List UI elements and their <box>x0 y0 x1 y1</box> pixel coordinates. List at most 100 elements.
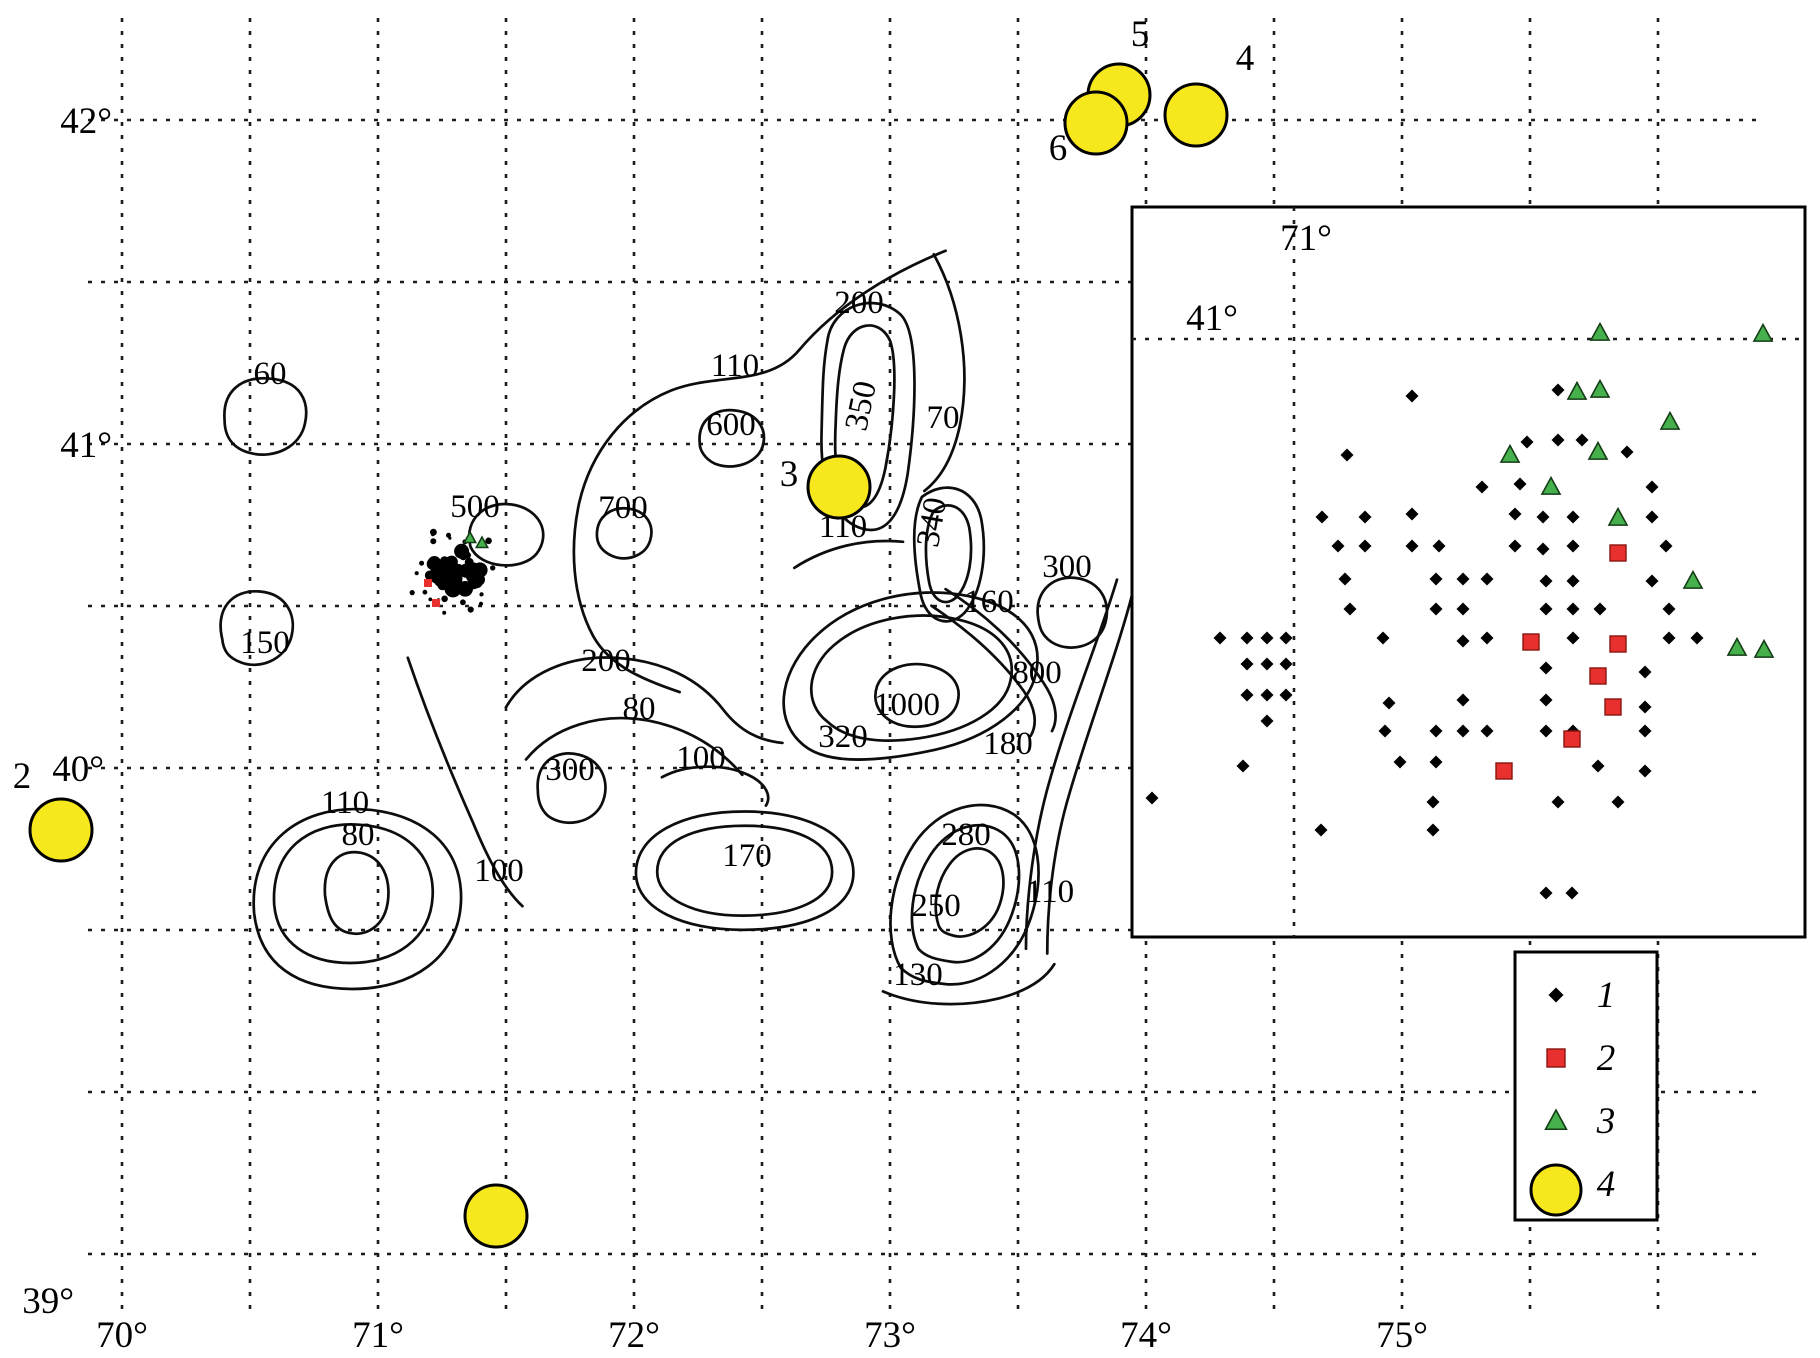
contour-path <box>219 590 295 667</box>
inset-diamond-point <box>1382 696 1396 710</box>
contour-path <box>504 656 784 745</box>
inset-diamond-point <box>1376 631 1390 645</box>
inset-diamond-point <box>1315 510 1329 524</box>
inset-diamond-point <box>1638 764 1652 778</box>
inset-lat-label: 41° <box>1186 298 1238 339</box>
inset-diamond-point <box>1536 542 1550 556</box>
inset-diamond-point <box>1566 602 1580 616</box>
inset-diamond-point <box>1575 433 1589 447</box>
cluster-dot <box>442 610 447 615</box>
inset-diamond-point <box>1405 539 1419 553</box>
contour-label: 200 <box>581 643 631 679</box>
contour-label: 150 <box>240 625 290 661</box>
contour-path <box>910 823 1021 964</box>
contour-path <box>595 506 653 560</box>
inset-diamond-point <box>1508 539 1522 553</box>
contour-label: 110 <box>711 348 759 384</box>
inset-diamond-point <box>1260 657 1274 671</box>
contour-path <box>1036 576 1109 649</box>
latitude-label: 41° <box>60 425 112 466</box>
legend-triangle-icon <box>1544 1108 1568 1131</box>
inset-diamond-point <box>1551 433 1565 447</box>
inset-triangle-point <box>1753 638 1775 658</box>
cluster-dot <box>442 575 454 586</box>
inset-diamond-point <box>1539 886 1553 900</box>
cluster-dot <box>467 606 474 613</box>
inset-diamond-point <box>1456 724 1470 738</box>
contour-path <box>655 824 834 918</box>
contour-path <box>889 803 1040 986</box>
inset-diamond-point <box>1456 634 1470 648</box>
contour-label: 100 <box>474 853 524 889</box>
cluster-dot <box>490 565 496 571</box>
contour-path <box>1045 592 1134 955</box>
longitude-label: 74° <box>1120 1315 1172 1356</box>
contour-path <box>634 810 855 932</box>
inset-diamond-point <box>1539 602 1553 616</box>
inset-diamond-point <box>1539 574 1553 588</box>
contour-label: 300 <box>1042 549 1092 585</box>
latitude-label: 40° <box>52 749 104 790</box>
contour-path <box>572 249 947 694</box>
cluster-dot <box>409 590 415 596</box>
contour-path <box>874 662 960 729</box>
cluster-green-triangle <box>474 535 490 549</box>
inset-triangle-point <box>1589 321 1611 341</box>
cluster-dot <box>441 595 448 603</box>
site-label: 3 <box>780 454 799 495</box>
cluster-dot <box>479 593 483 597</box>
site-circle <box>463 1183 529 1249</box>
longitude-label: 70° <box>96 1315 148 1356</box>
inset-diamond-point <box>1340 448 1354 462</box>
contour-label: 80 <box>623 691 656 727</box>
contour-path <box>782 591 1039 761</box>
inset-diamond-point <box>1145 791 1159 805</box>
inset-diamond-point <box>1638 665 1652 679</box>
contour-label: 280 <box>941 817 991 853</box>
inset-diamond-point <box>1279 688 1293 702</box>
longitude-label: 72° <box>608 1315 660 1356</box>
site-label: 4 <box>1236 38 1255 79</box>
inset-triangle-point <box>1752 322 1774 342</box>
legend-item-label: 1 <box>1597 975 1616 1016</box>
inset-diamond-point <box>1645 510 1659 524</box>
inset-diamond-point <box>1456 693 1470 707</box>
inset-diamond-point <box>1539 693 1553 707</box>
contour-label: 320 <box>818 719 868 755</box>
inset-triangle-point <box>1682 569 1704 589</box>
contour-path <box>406 656 524 908</box>
inset-diamond-point <box>1260 631 1274 645</box>
cluster-dot <box>414 571 419 576</box>
inset-triangle-point <box>1659 410 1681 430</box>
legend-item-label: 2 <box>1597 1038 1616 1079</box>
contour-label: 1000 <box>874 687 940 723</box>
cluster-red-square <box>424 579 432 587</box>
contour-path <box>833 324 896 509</box>
inset-diamond-point <box>1480 572 1494 586</box>
inset-diamond-point <box>1240 631 1254 645</box>
contour-path <box>809 614 1014 742</box>
inset-diamond-point <box>1456 572 1470 586</box>
inset-diamond-point <box>1566 574 1580 588</box>
inset-diamond-point <box>1480 631 1494 645</box>
inset-diamond-point <box>1566 539 1580 553</box>
inset-diamond-point <box>1659 539 1673 553</box>
cluster-dot <box>430 538 437 545</box>
contour-label: 340 <box>910 495 954 550</box>
epicenter-cluster <box>409 528 496 615</box>
contour-path <box>792 539 905 570</box>
inset-diamond-point <box>1429 724 1443 738</box>
cluster-dot <box>430 528 437 536</box>
site-label: 6 <box>1049 128 1068 169</box>
inset-diamond-point <box>1620 445 1634 459</box>
cluster-dot <box>426 557 440 571</box>
inset-diamond-point <box>1426 823 1440 837</box>
inset-diamond-point <box>1551 795 1565 809</box>
contour-path <box>272 823 434 965</box>
inset-diamond-point <box>1279 631 1293 645</box>
inset-diamond-point <box>1260 688 1274 702</box>
contour-label: 110 <box>321 785 369 821</box>
